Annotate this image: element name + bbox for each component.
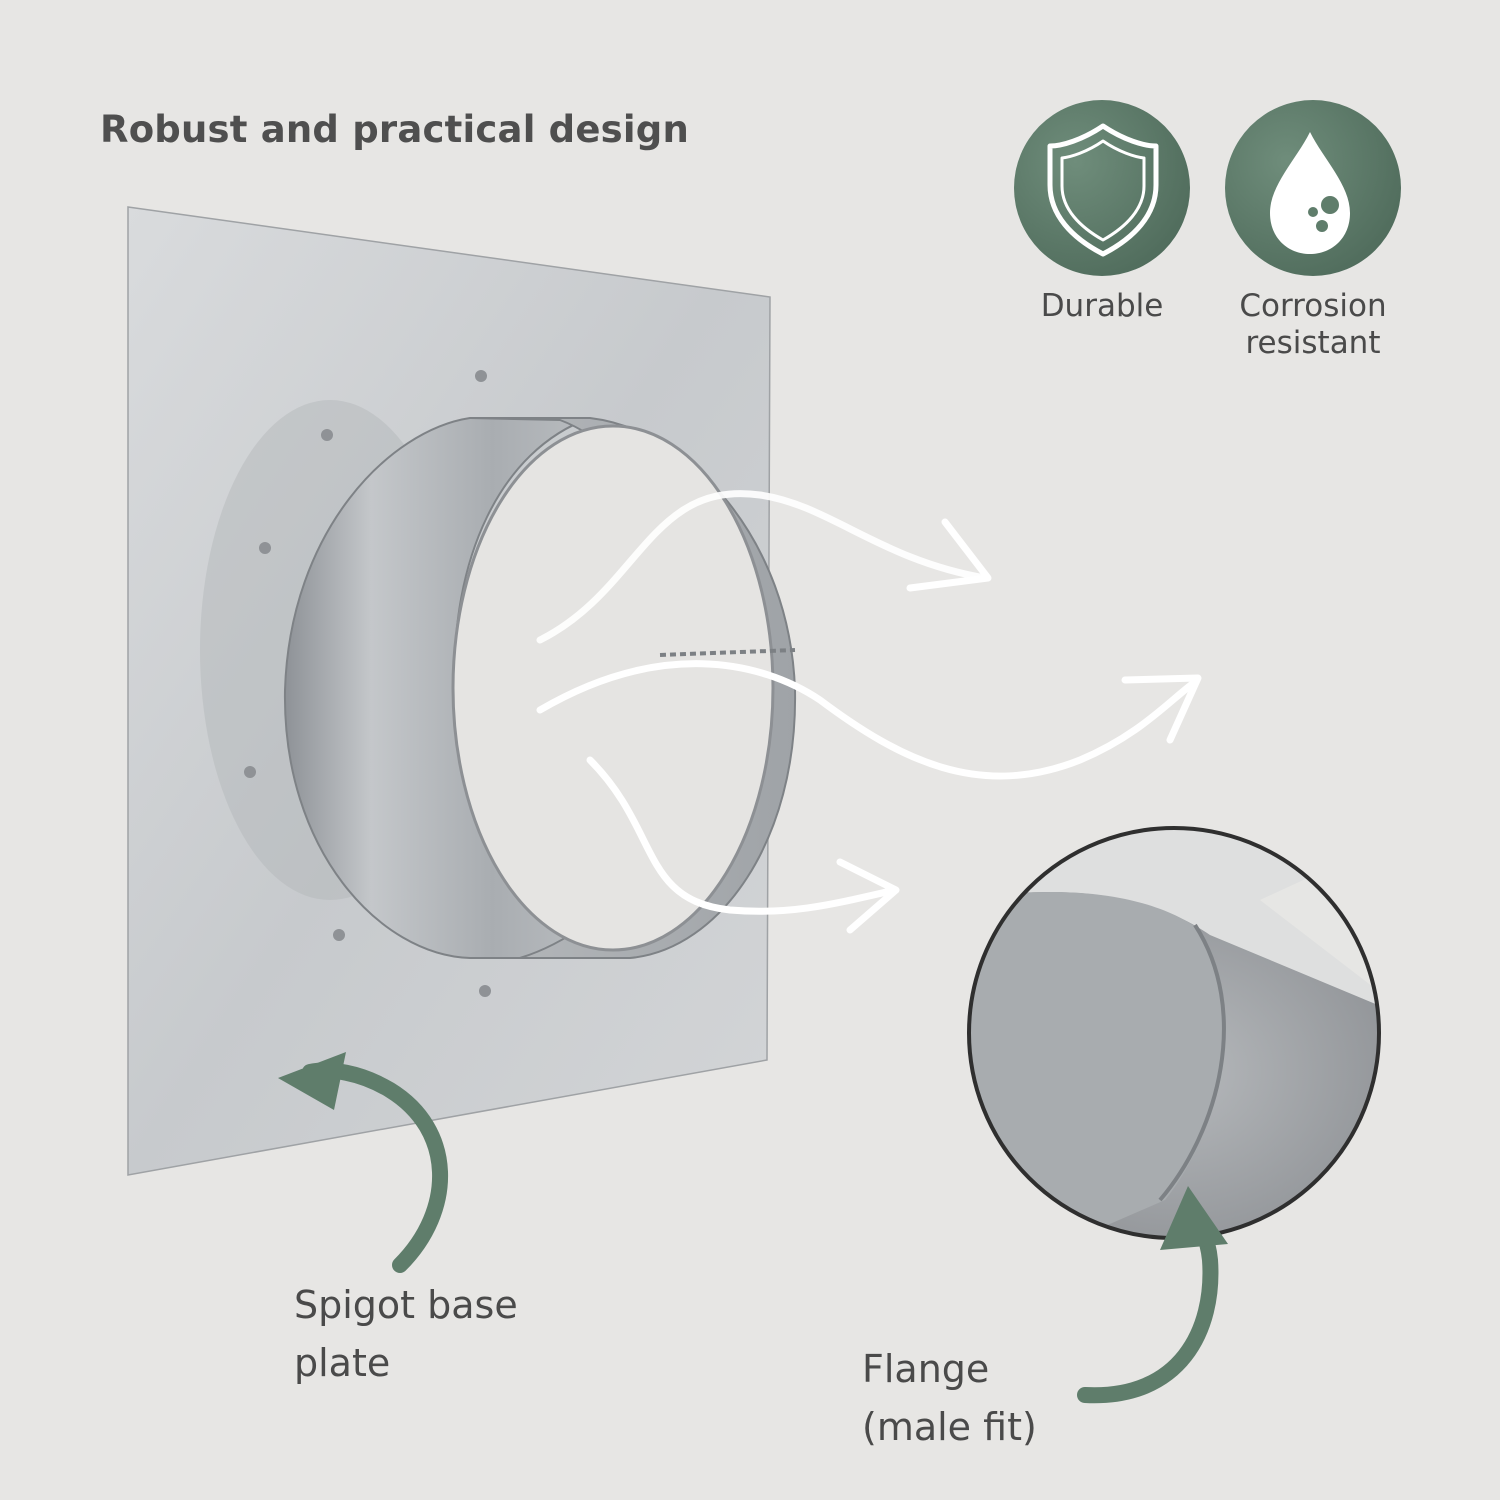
flange-zoom-detail [967, 826, 1381, 1240]
flange-callout-line2: (male fit) [862, 1405, 1037, 1449]
durable-label-text: Durable [1040, 288, 1164, 324]
base-plate-callout-line2: plate [294, 1341, 391, 1385]
water-drop-icon [1270, 132, 1350, 254]
corrosion-label-line1: Corrosion [1239, 288, 1387, 324]
airflow-arrows [536, 490, 1202, 934]
spigot-base-plate-callout: Spigot base plate [294, 1276, 614, 1392]
flange-callout-line1: Flange [862, 1347, 990, 1391]
shield-icon [1047, 123, 1159, 257]
green-arrowheads [278, 1052, 1228, 1250]
rivets [244, 370, 491, 997]
corrosion-resistant-label: Corrosion resistant [1218, 288, 1408, 362]
durable-label: Durable [1022, 288, 1182, 325]
flange-callout: Flange (male fit) [862, 1340, 1182, 1456]
corrosion-label-line2: resistant [1245, 325, 1381, 361]
base-plate-callout-line1: Spigot base [294, 1283, 518, 1327]
spigot-collar [283, 417, 797, 959]
page-heading: Robust and practical design [100, 108, 689, 151]
